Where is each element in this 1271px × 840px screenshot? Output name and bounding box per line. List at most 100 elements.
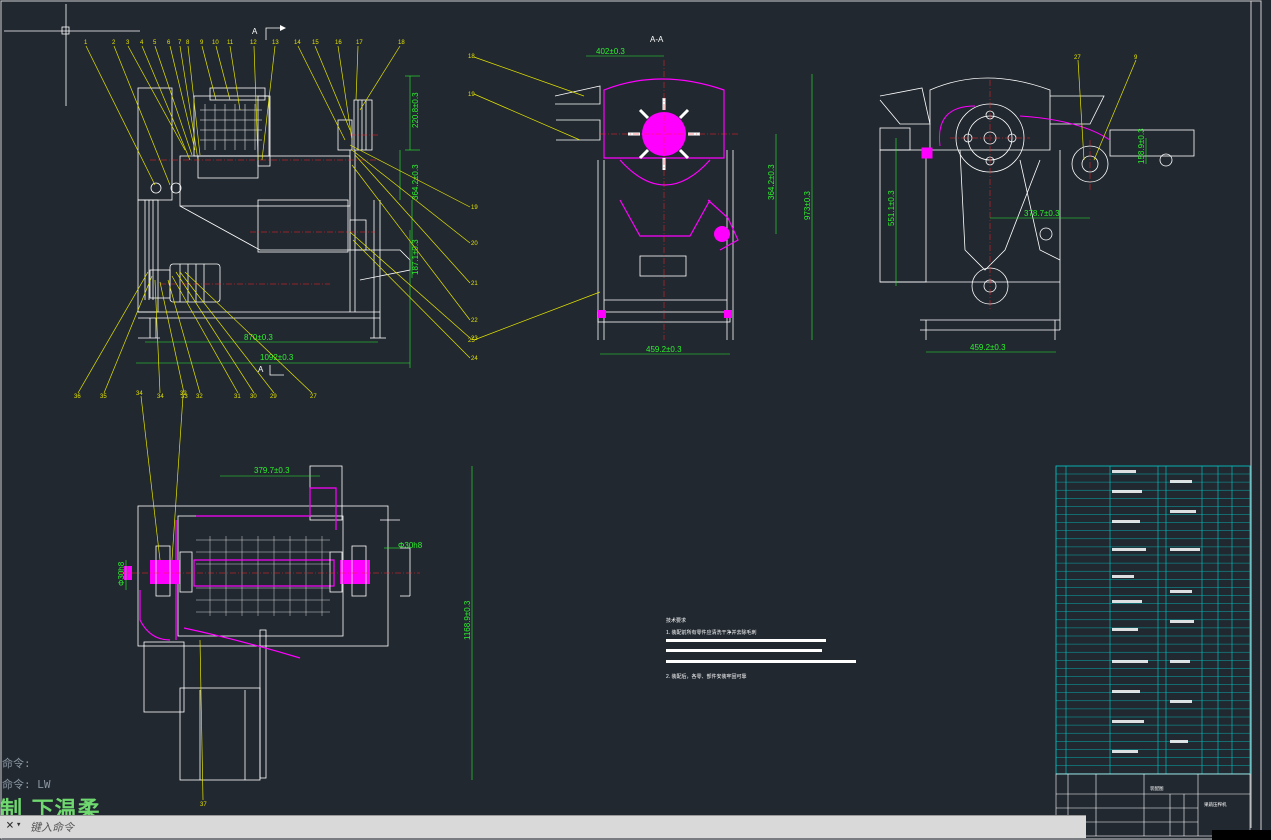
front-label-numbers: 1 2 3 4 5 6 7 8 9 10 11 12 13 14 15 16 1…	[74, 40, 478, 400]
plan-leaders	[140, 395, 204, 801]
command-history-panel: 命令: 命令: LW	[0, 752, 260, 840]
dim-side-378: 378.7±0.3	[1024, 209, 1060, 218]
technical-notes: 技术要求 1. 装配前所有零件应清洗干净并去除毛刺 2. 装配后，各零、部件安装…	[666, 617, 856, 680]
command-input-bar[interactable]: × ▾ 键入命令	[0, 815, 1086, 838]
callout-13: 13	[272, 40, 279, 46]
callout-9: 9	[200, 40, 204, 46]
crosshair-cursor	[4, 4, 140, 106]
dim-front-187: 187.1±0.3	[411, 239, 420, 275]
dim-section-973: 973±0.3	[803, 191, 812, 220]
command-history-line: 命令: LW	[2, 778, 51, 791]
callout-15: 15	[312, 40, 319, 46]
callout-21: 21	[471, 281, 478, 287]
side-view	[879, 77, 1195, 340]
plan-callout-34: 34	[136, 391, 143, 397]
dim-plan-379: 379.7±0.3	[254, 466, 290, 475]
taskbar-strip	[1212, 830, 1271, 840]
parts-list-table	[1055, 465, 1251, 775]
callout-31: 31	[234, 394, 241, 400]
callout-18: 18	[398, 40, 405, 46]
callout-33: 33	[181, 394, 188, 400]
notes-item-1: 1. 装配前所有零件应清洗干净并去除毛刺	[666, 629, 757, 636]
callout-19: 19	[471, 205, 478, 211]
callout-34: 34	[157, 394, 164, 400]
callout-20: 20	[471, 241, 478, 247]
section-rotor	[598, 98, 732, 318]
notes-title: 技术要求	[666, 617, 686, 624]
dim-front-1092: 1092±0.3	[260, 353, 294, 362]
section-callout-19: 19	[468, 92, 475, 98]
title-block-sub: 装配图	[1150, 785, 1164, 792]
callout-16: 16	[335, 40, 342, 46]
chevron-down-icon[interactable]: ▾	[16, 820, 22, 830]
section-centerlines	[600, 60, 740, 340]
callout-2: 2	[112, 40, 116, 46]
section-leaders	[473, 56, 601, 341]
section-view	[554, 85, 734, 340]
section-dimension-lines	[586, 55, 813, 355]
dim-front-220: 220.8±0.3	[411, 92, 420, 128]
dim-side-158: 158.9±0.3	[1137, 128, 1146, 164]
dim-plan-1168: 1168.9±0.3	[463, 600, 472, 640]
callout-23: 23	[471, 336, 478, 342]
callout-8: 8	[186, 40, 190, 46]
plan-shaft-ends	[124, 560, 370, 584]
front-view	[137, 87, 411, 339]
callout-17: 17	[356, 40, 363, 46]
plan-dimension-lines	[125, 466, 473, 780]
dim-section-459: 459.2±0.3	[646, 345, 682, 354]
section-callout-25: 25	[468, 338, 475, 344]
notes-item-2: 2. 装配后，各零、部件安装牢固可靠	[666, 673, 747, 680]
dim-front-364: 364.2±0.3	[411, 164, 420, 200]
dim-plan-phi30-right: Φ30h8	[398, 541, 423, 550]
section-letter-bottom: A	[258, 365, 264, 374]
callout-5: 5	[153, 40, 157, 46]
dim-side-551: 551.1±0.3	[887, 190, 896, 226]
front-centerlines	[150, 134, 380, 285]
callout-4: 4	[140, 40, 144, 46]
side-leaders	[1077, 59, 1137, 161]
front-dimension-lines	[136, 75, 420, 368]
side-callout-27: 27	[1074, 55, 1081, 61]
callout-35: 35	[100, 394, 107, 400]
callout-30: 30	[250, 394, 257, 400]
command-input-placeholder[interactable]: 键入命令	[30, 821, 74, 834]
side-centerlines	[950, 80, 1091, 310]
command-history-line: 命令:	[2, 757, 31, 770]
callout-3: 3	[126, 40, 130, 46]
callout-14: 14	[294, 40, 301, 46]
callout-12: 12	[250, 40, 257, 46]
section-highlight	[603, 78, 739, 251]
callout-1: 1	[84, 40, 88, 46]
section-title: A-A	[650, 35, 664, 44]
side-dimension-lines	[895, 138, 1147, 353]
dim-front-870: 870±0.3	[244, 333, 273, 342]
callout-11: 11	[227, 40, 234, 46]
callout-10: 10	[212, 40, 219, 46]
callout-22: 22	[471, 318, 478, 324]
plan-callout-37: 37	[200, 802, 207, 808]
callout-27: 27	[310, 394, 317, 400]
section-callout-18: 18	[468, 54, 475, 60]
title-block-name: 果蔬压榨机	[1204, 801, 1227, 808]
callout-29: 29	[270, 394, 277, 400]
close-icon[interactable]: ×	[6, 818, 14, 833]
section-letter-top: A	[252, 27, 258, 36]
dim-section-402: 402±0.3	[596, 47, 625, 56]
dim-section-364: 364.2±0.3	[767, 164, 776, 200]
dim-plan-phi30-left: Φ30h8	[117, 561, 126, 586]
side-callout-9: 9	[1134, 55, 1138, 61]
callout-6: 6	[167, 40, 171, 46]
callout-36: 36	[74, 394, 81, 400]
front-leaders	[77, 45, 471, 394]
callout-24: 24	[471, 356, 478, 362]
dim-side-459: 459.2±0.3	[970, 343, 1006, 352]
plan-shaft-detail	[155, 545, 367, 597]
callout-32: 32	[196, 394, 203, 400]
plan-callout-32: 32	[180, 391, 187, 397]
section-marker-top: A A	[252, 25, 286, 376]
plan-view	[137, 465, 411, 781]
callout-7: 7	[178, 40, 182, 46]
